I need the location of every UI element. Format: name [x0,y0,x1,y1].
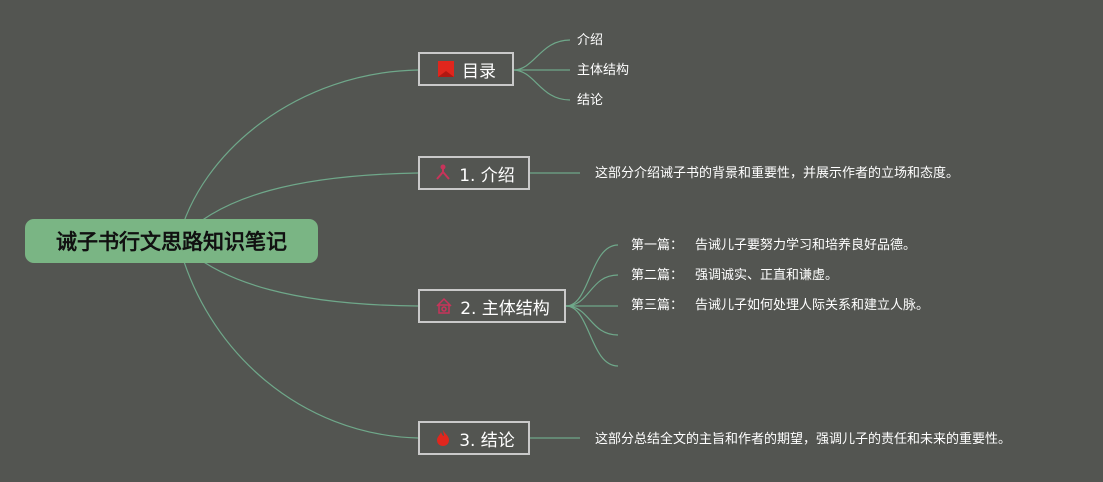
body-item-1[interactable]: 第一篇： 告诫儿子要努力学习和培养良好品德。 [631,238,916,254]
toc-item-intro[interactable]: 介绍 [577,33,604,48]
toc-item-body[interactable]: 主体结构 [577,63,630,78]
topic-body-label: 2. 主体结构 [460,298,550,319]
body-item-3-prefix: 第三篇： [631,298,684,313]
topic-toc-label: 目录 [462,61,496,82]
conclusion-note[interactable]: 这部分总结全文的主旨和作者的期望，强调儿子的责任和未来的重要性。 [595,432,1012,447]
connector-toc-3 [512,69,571,101]
topic-body[interactable]: 2. 主体结构 [418,289,566,323]
house-icon [434,296,454,316]
split-arrow-icon [433,163,453,183]
body-item-2[interactable]: 第二篇： 强调诚实、正直和谦虚。 [631,268,838,284]
topic-intro[interactable]: 1. 介绍 [418,156,530,190]
connector-body-1 [565,244,619,307]
body-item-2-prefix: 第二篇： [631,268,684,283]
connector-toc-1 [512,39,571,71]
topic-toc[interactable]: 目录 [418,52,514,86]
intro-note[interactable]: 这部分介绍诫子书的背景和重要性，并展示作者的立场和态度。 [595,166,960,181]
toc-item-conclusion[interactable]: 结论 [577,93,604,108]
topic-intro-label: 1. 介绍 [459,165,515,186]
connector-root-toc [177,69,419,242]
body-item-2-text: 强调诚实、正直和谦虚。 [695,268,839,283]
connector-root-conclusion [177,240,419,439]
red-square-icon [436,59,456,79]
connector-body-4 [565,305,619,336]
connector-body-5 [565,305,619,367]
topic-conclusion-label: 3. 结论 [459,430,515,451]
body-item-3-text: 告诫儿子如何处理人际关系和建立人脉。 [695,298,930,313]
topic-conclusion[interactable]: 3. 结论 [418,421,530,455]
body-item-1-text: 告诫儿子要努力学习和培养良好品德。 [695,238,917,253]
flame-icon [433,428,453,448]
central-topic[interactable]: 诫子书行文思路知识笔记 [25,219,318,263]
body-item-3[interactable]: 第三篇： 告诫儿子如何处理人际关系和建立人脉。 [631,298,929,314]
central-topic-label: 诫子书行文思路知识笔记 [56,230,287,254]
body-item-1-prefix: 第一篇： [631,238,684,253]
connector-body-2 [565,274,619,307]
